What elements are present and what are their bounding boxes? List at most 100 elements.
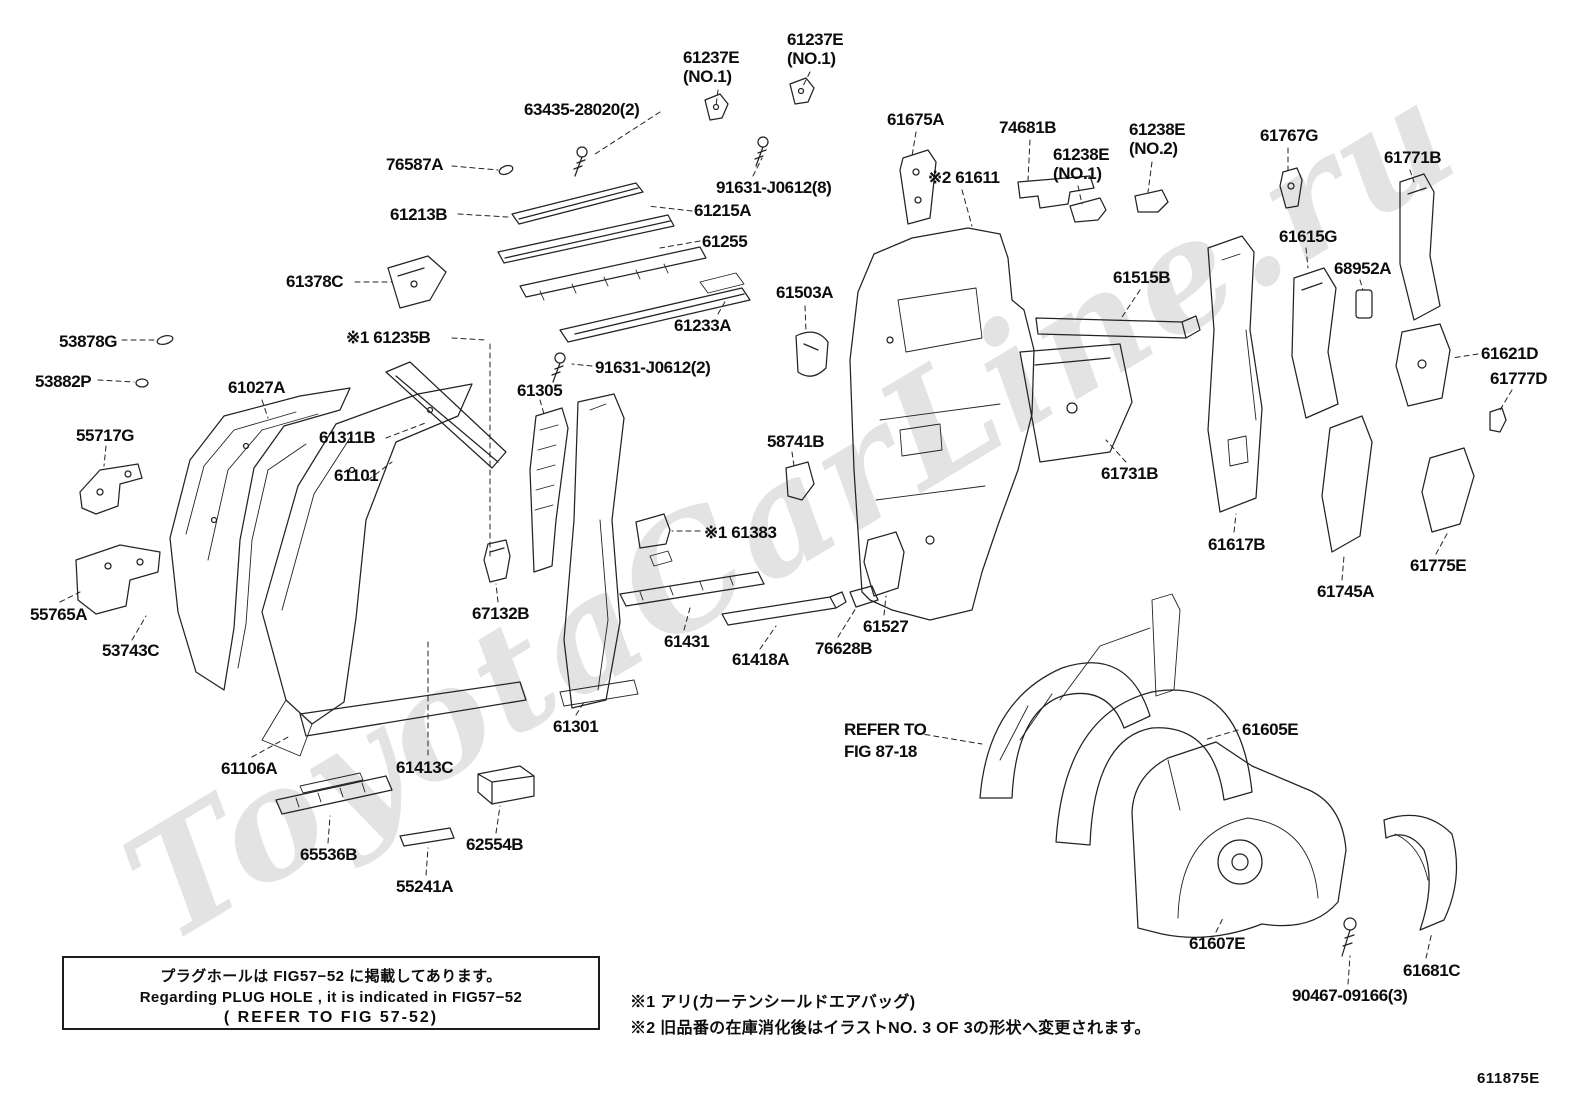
part-label-65536b: 65536B [300, 845, 358, 864]
pad-55241a [399, 827, 455, 847]
part-label-74681b: 74681B [999, 118, 1057, 137]
part-label-63435-28020: 63435-28020(2) [524, 100, 640, 119]
part-label-67132b: 67132B [472, 604, 530, 623]
bracket-61675a [899, 149, 937, 225]
pillar-61745a [1321, 415, 1373, 553]
footnote-1: ※1 アリ(カーテンシールドエアバッグ) [630, 994, 916, 1011]
part-label-61413c: 61413C [396, 758, 454, 777]
part-label-61101: 61101 [334, 466, 379, 485]
part-label-61233a: 61233A [674, 316, 732, 335]
footnote-2: ※2 旧品番の在庫消化後はイラストNO. 3 OF 3の形状へ変更されます。 [630, 1020, 1151, 1037]
bracket-61383 [635, 513, 673, 567]
part-label-53878g: 53878G [59, 332, 118, 351]
part-label-62554b: 62554B [466, 835, 524, 854]
bracket-76628b [849, 585, 879, 608]
part-label-61527: 61527 [863, 617, 909, 636]
part-label-61675a: 61675A [887, 110, 945, 129]
screw-91631-8 [754, 136, 769, 167]
part-label-61238e-no2: 61238E [1129, 120, 1186, 139]
part-label-61378c: 61378C [286, 272, 344, 291]
extension-61681c [1383, 814, 1458, 931]
part-label-61771b: 61771B [1384, 148, 1442, 167]
part-label-61238e-no1: 61238E [1053, 145, 1110, 164]
pad-67132b [483, 539, 511, 583]
part-label-61681c: 61681C [1403, 961, 1461, 980]
brace-61311b [385, 361, 507, 469]
bracket-61238e-no2 [1134, 189, 1169, 213]
part-label-61418a: 61418A [732, 650, 790, 669]
rail-61515b [1035, 315, 1201, 339]
pad-61503a [795, 331, 829, 377]
wheel-house-61607e [1131, 741, 1347, 938]
part-label-61607e: 61607E [1189, 934, 1246, 953]
roof-rails [497, 182, 751, 343]
pillar-61615g [1291, 267, 1339, 419]
bracket-55717g [79, 463, 143, 515]
part-label-no1-c: (NO.1) [1053, 164, 1102, 183]
part-label-61431: 61431 [664, 632, 710, 651]
part-label-61745a: 61745A [1317, 582, 1375, 601]
pillar-61301 [559, 393, 639, 709]
bolt-90467 [1341, 917, 1357, 957]
part-label-76628b: 76628B [815, 639, 873, 658]
pillar-61621d [1395, 323, 1451, 407]
grommet-76587a [498, 164, 514, 176]
pillar-61527 [863, 531, 905, 597]
part-label-61383: ※1 61383 [704, 523, 777, 542]
part-label-90467-09166: 90467-09166(3) [1292, 986, 1408, 1005]
panel-61731b [1019, 343, 1133, 463]
part-label-61106a: 61106A [221, 759, 278, 778]
part-label-55717g: 55717G [76, 426, 135, 445]
part-label-61605e: 61605E [1242, 720, 1299, 739]
clip-61777d [1489, 407, 1507, 433]
bracket-61237e-a [704, 93, 729, 121]
part-label-61621d: 61621D [1481, 344, 1539, 363]
part-label-68952a: 68952A [1334, 259, 1392, 278]
bracket-74681b [1017, 175, 1095, 209]
part-label-61305: 61305 [517, 381, 563, 400]
part-label-61237e-b: 61237E [787, 30, 844, 49]
plug-hole-note-ja: プラグホールは FIG57−52 に掲載してあります。 [160, 968, 502, 985]
part-label-61775e: 61775E [1410, 556, 1467, 575]
plug-hole-note-box: プラグホールは FIG57−52 に掲載してあります。 Regarding PL… [62, 956, 600, 1030]
part-label-61615g: 61615G [1279, 227, 1338, 246]
part-label-61237e-a: 61237E [683, 48, 740, 67]
pillar-61305 [529, 407, 569, 573]
bracket-55765a [75, 544, 161, 615]
box-62554b [477, 765, 535, 805]
pillar-61617b [1207, 235, 1263, 513]
side-frame-61101 [261, 383, 527, 757]
part-label-61215a: 61215A [694, 201, 752, 220]
part-label-55241a: 55241A [396, 877, 454, 896]
part-label-61611: ※2 61611 [928, 168, 1000, 187]
wheel-liner-fig87-18 [979, 662, 1151, 799]
side-frame-61027a [169, 387, 351, 691]
part-label-61301: 61301 [553, 717, 599, 736]
part-label-61617b: 61617B [1208, 535, 1266, 554]
part-label-61731b: 61731B [1101, 464, 1159, 483]
part-label-no1-b: (NO.1) [787, 49, 836, 68]
quarter-panel-61611 [849, 227, 1035, 621]
wheel-house-61605e [1055, 593, 1253, 846]
part-label-no1-a: (NO.1) [683, 67, 732, 86]
pad-68952a [1355, 289, 1373, 319]
part-label-61515b: 61515B [1113, 268, 1171, 287]
part-label-55765a: 55765A [30, 605, 88, 624]
sill-65536b [275, 772, 393, 815]
part-label-61027a: 61027A [228, 378, 286, 397]
pillar-61775e [1421, 447, 1475, 533]
part-label-no2: (NO.2) [1129, 139, 1178, 158]
part-label-61503a: 61503A [776, 283, 834, 302]
bracket-61378c [387, 255, 447, 309]
leader-lines [59, 71, 1513, 985]
part-label-61255: 61255 [702, 232, 748, 251]
bracket-61237e-b [789, 77, 815, 105]
screw-91631-2 [551, 352, 566, 383]
pillar-61771b [1399, 173, 1441, 321]
part-label-58741b: 58741B [767, 432, 825, 451]
part-label-76587a: 76587A [386, 155, 444, 174]
part-label-61777d: 61777D [1490, 369, 1548, 388]
part-label-61311b: 61311B [319, 428, 376, 447]
